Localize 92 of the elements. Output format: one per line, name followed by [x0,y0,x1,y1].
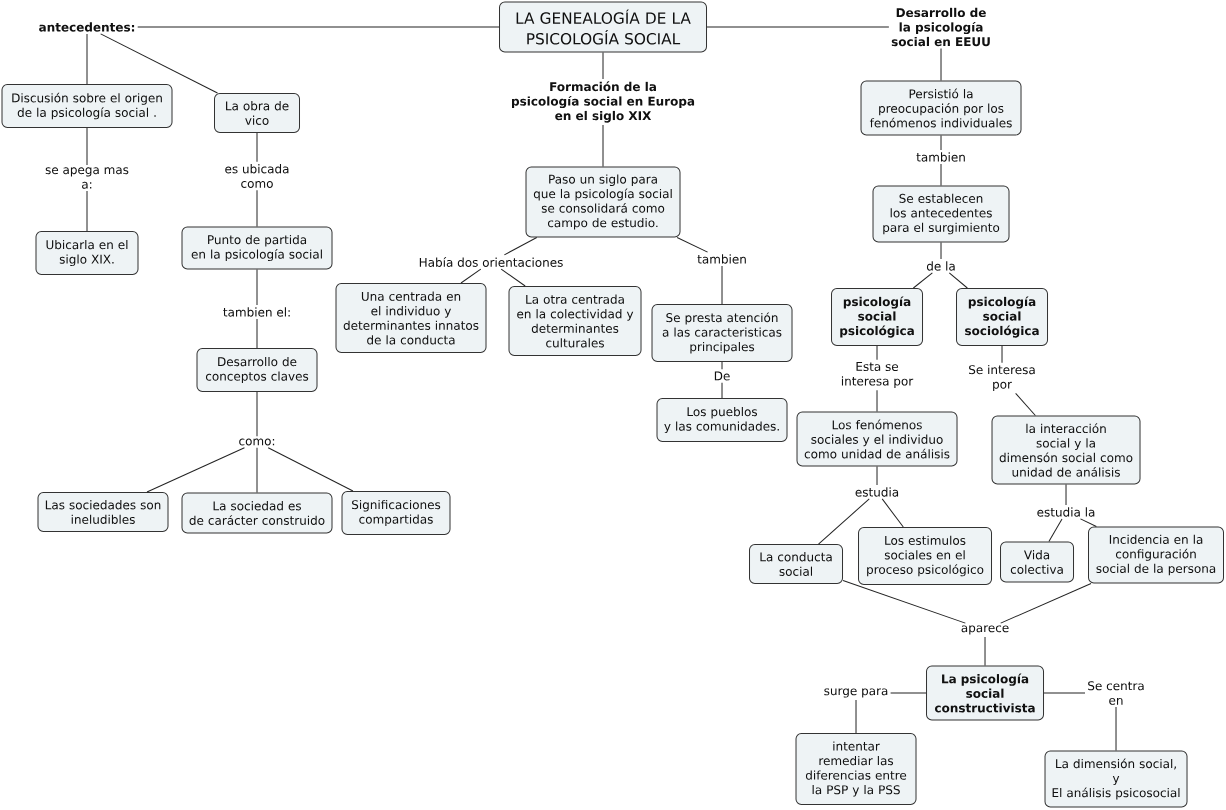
connector-line [256,318,258,349]
connector-line [940,135,942,151]
connector-line [1115,706,1117,751]
concept-box: La dimensión social, y El análisis psicosocial [1044,750,1188,808]
concept-box: Los pueblos y las comunidades. [656,398,788,442]
concept-box: intentar remediar las diferencias entre la PSP y la PSS [795,733,917,805]
concept-box: Los fenómenos sociales y el individuo como unidad de análisis [796,411,958,467]
concept-box: Incidencia en la configuración social de la persona [1088,526,1224,584]
connector-line [855,699,857,734]
connector-line [1065,484,1067,506]
concept-box: Punto de partida en la psicología social [181,226,333,270]
connector-line [876,345,878,361]
concept-box: Persistió la preocupación por los fenómenos individuales [860,80,1022,136]
connector-line [1048,518,1063,542]
concept-box: Las sociedades son ineludibles [37,492,169,532]
concept-box: Se establecen los antecedentes para el surgimiento [872,185,1010,243]
concept-box: La sociedad es de carácter construido [181,492,333,534]
connector-line [256,269,258,306]
concept-box: La psicología social constructivista [926,665,1044,721]
connector-line [876,389,878,412]
connector-line [1001,345,1003,364]
concept-box: Paso un siglo para que la psicología social se consolidará como campo de estudio. [525,166,681,238]
connector-line [721,382,723,399]
title-box: LA GENEALOGÍA DE LA PSICOLOGÍA SOCIAL [499,1,707,53]
connector-line [503,237,538,256]
concept-box: La obra de vico [214,93,300,133]
concept-box: la interacción social y la dimensón social como unidad de análisis [991,415,1141,485]
concept-box: psicología social sociológica [956,288,1048,346]
concept-box: Los estimulos sociales en el proceso psicológico [858,527,992,585]
connector-line [1015,392,1036,416]
connector-line [940,47,942,81]
linking-phrase: Se interesa por [969,364,1035,392]
connector-line [146,447,245,493]
connector-line [842,579,966,624]
connector-line [86,190,88,232]
connector-line [1080,518,1097,527]
connector-line [706,26,890,28]
connector-line [256,189,258,227]
connector-line [940,242,942,260]
concept-box: Una centrada en el individuo y determinantes innatos de la conducta [335,283,487,353]
concept-box: Desarrollo de conceptos claves [196,348,318,392]
connector-line [1000,583,1092,624]
linking-phrase: tambien [916,152,965,162]
linking-phrase: aparece [961,625,1009,635]
linking-phrase: De [714,371,730,381]
concept-box: psicología social psicológica [831,288,923,346]
connector-line [721,361,723,370]
connector-line [86,33,88,85]
connector-line [818,498,870,545]
linking-phrase: estudia la [1037,507,1095,517]
connector-line [876,466,878,486]
linking-phrase: estudia [855,487,899,497]
linking-phrase: como: [239,438,275,446]
connector-line [460,268,482,284]
linking-phrase: tambien el: [223,307,290,317]
connector-line [948,272,968,289]
connector-line [602,124,604,167]
concept-box: La conducta social [749,544,843,584]
connector-line [602,52,604,80]
linking-phrase: Había dos orientaciones [419,257,563,267]
linking-phrase: tambien [697,254,746,264]
connector-line [100,33,218,94]
connector-line [256,132,258,163]
linking-phrase: Se centra en [1088,681,1144,705]
connector-line [984,636,986,666]
concept-box: La otra centrada en la colectividad y determinantes culturales [508,286,642,356]
connector-line [256,391,258,437]
connector-line [1043,692,1086,694]
connector-line [500,268,526,287]
concept-box: Ubicarla en el siglo XIX. [35,231,139,275]
connector-line [137,26,500,28]
linking-phrase: de la [926,261,955,271]
concept-box: Se presta atención a las caracteristicas principales [651,304,793,362]
linking-phrase: se apega mas a: [45,167,129,189]
linking-phrase: es ubicada como [225,164,289,188]
linking-phrase: Desarrollo de la psicología social en EEUU [891,7,990,47]
connector-line [721,265,723,305]
connector-line [940,163,942,186]
connector-line [890,692,927,694]
connector-line [881,498,904,528]
concept-box: Significaciones compartidas [341,491,451,535]
concept-box: Discusión sobre el origen de la psicología social . [1,84,173,128]
linking-phrase: Esta se interesa por [841,362,914,388]
connector-line [676,237,709,253]
connector-line [267,447,354,492]
concept-box: Vida colectiva [1000,541,1074,583]
linking-phrase: antecedentes: [39,22,135,32]
connector-line [86,127,88,166]
connector-line [912,272,933,289]
linking-phrase: Formación de la psicología social en Europa en el siglo XIX [512,81,695,123]
linking-phrase: surge para [824,688,888,698]
connector-line [256,447,258,493]
